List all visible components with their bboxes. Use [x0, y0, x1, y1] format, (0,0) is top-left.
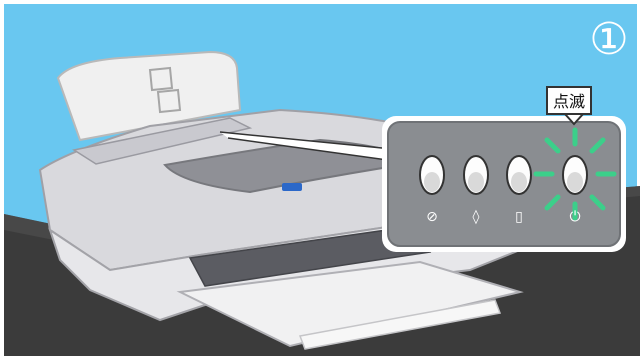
blink-label: 点滅 — [553, 92, 585, 111]
power-icon: ⏻ — [569, 209, 580, 225]
step-number: ① — [589, 14, 628, 65]
ink-button[interactable] — [420, 156, 444, 194]
power-button[interactable] — [536, 130, 614, 218]
brand-badge — [282, 183, 302, 191]
ink-drop-change-icon: ⊘ — [426, 209, 438, 225]
paper-button[interactable] — [507, 156, 531, 194]
ink-drop-icon: ◊ — [473, 209, 480, 225]
paper-icon: ▯ — [515, 209, 523, 225]
ink-drop-button[interactable] — [464, 156, 488, 194]
